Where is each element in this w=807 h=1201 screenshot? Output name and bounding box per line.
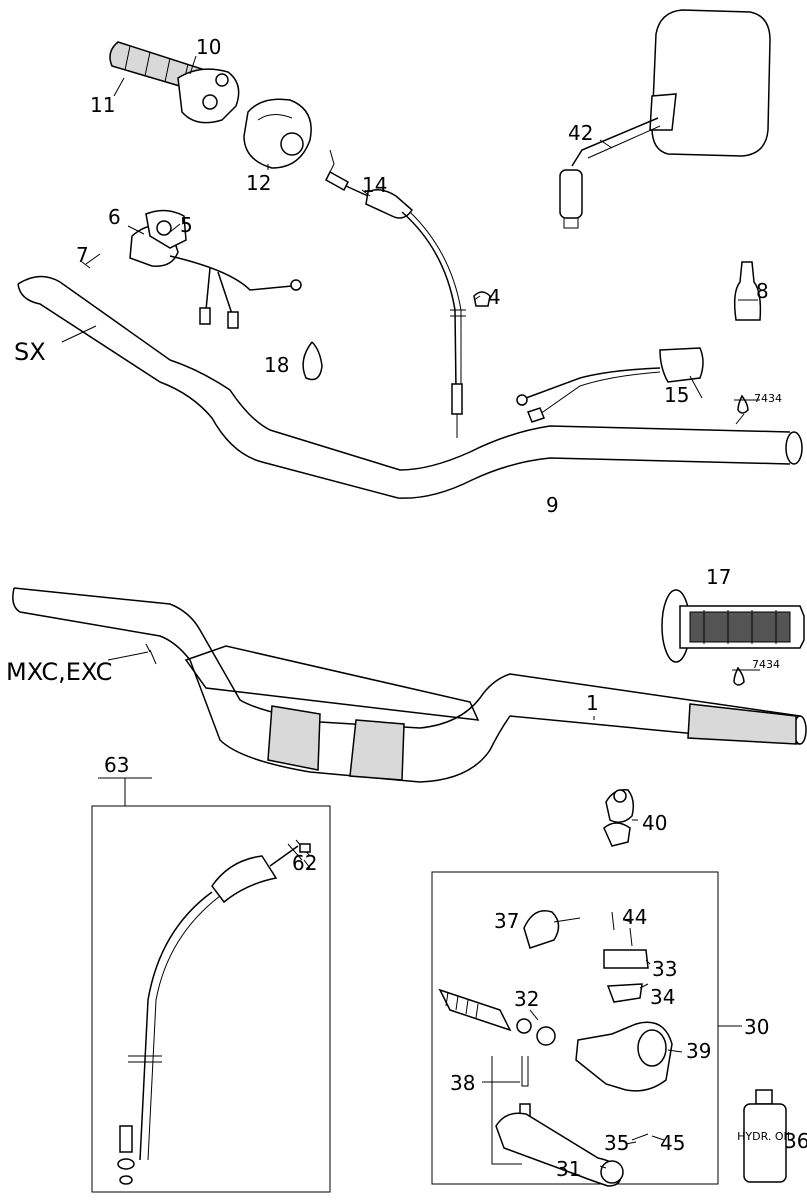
label-10: 10 (196, 35, 221, 59)
hydraulic-oil-bottle: HYDR. OIL (737, 1089, 794, 1183)
label-33: 33 (652, 957, 677, 981)
thread-lock-drop-2 (733, 666, 745, 686)
label-34: 34 (650, 985, 675, 1009)
thread-lock-drop-1 (737, 394, 749, 414)
oil-bottle-label: HYDR. OIL (737, 1130, 794, 1143)
leader-lines (61, 55, 745, 1169)
callout-labels: 10 11 12 14 42 6 5 7 4 8 SX 18 15 7434 9… (6, 35, 807, 1181)
throttle-cover (243, 98, 312, 169)
label-8: 8 (756, 279, 769, 303)
label-7434-top: 7434 (754, 392, 782, 405)
label-62: 62 (292, 851, 317, 875)
label-39: 39 (686, 1039, 711, 1063)
label-31: 31 (556, 1157, 581, 1181)
label-15: 15 (664, 383, 689, 407)
mirror (559, 9, 771, 229)
kill-switch (81, 209, 302, 329)
label-mxc-exc: MXC,EXC (6, 658, 112, 686)
master-cylinder-box (431, 871, 742, 1187)
label-11: 11 (90, 93, 115, 117)
label-4: 4 (488, 285, 501, 309)
label-14: 14 (362, 173, 387, 197)
label-12: 12 (246, 171, 271, 195)
grease-tube (733, 261, 762, 321)
label-35: 35 (604, 1131, 629, 1155)
handlebar-mxc-exc (12, 587, 807, 783)
clutch-cable-box (91, 777, 331, 1193)
label-37: 37 (494, 909, 519, 933)
label-18: 18 (264, 353, 289, 377)
label-1: 1 (586, 691, 599, 715)
label-7434-bottom: 7434 (752, 658, 780, 671)
throttle-cable (325, 149, 466, 438)
label-36: 36 (784, 1129, 807, 1153)
label-45: 45 (660, 1131, 685, 1155)
throttle-grip-assembly (109, 41, 240, 124)
label-5: 5 (180, 213, 193, 237)
label-9: 9 (546, 493, 559, 517)
label-40: 40 (642, 811, 667, 835)
label-38: 38 (450, 1071, 475, 1095)
clamp (603, 789, 635, 847)
handlebar-sx (17, 275, 803, 499)
label-63: 63 (104, 753, 129, 777)
light-switch (516, 347, 704, 423)
cable-nut (473, 291, 491, 307)
handlebar-grip (661, 589, 805, 663)
label-sx: SX (14, 338, 46, 366)
label-6: 6 (108, 205, 121, 229)
label-30: 30 (744, 1015, 769, 1039)
label-44: 44 (622, 905, 647, 929)
label-17: 17 (706, 565, 731, 589)
label-32: 32 (514, 987, 539, 1011)
label-7: 7 (76, 243, 89, 267)
label-42: 42 (568, 121, 593, 145)
cable-clip (302, 341, 323, 381)
